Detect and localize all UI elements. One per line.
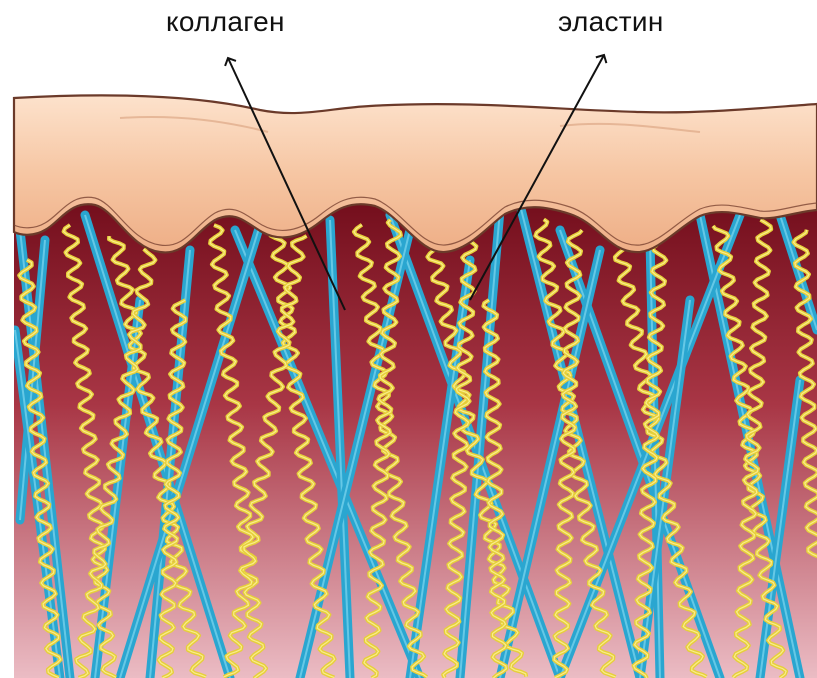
collagen-label: коллаген xyxy=(166,6,285,38)
elastin-label: эластин xyxy=(558,6,664,38)
